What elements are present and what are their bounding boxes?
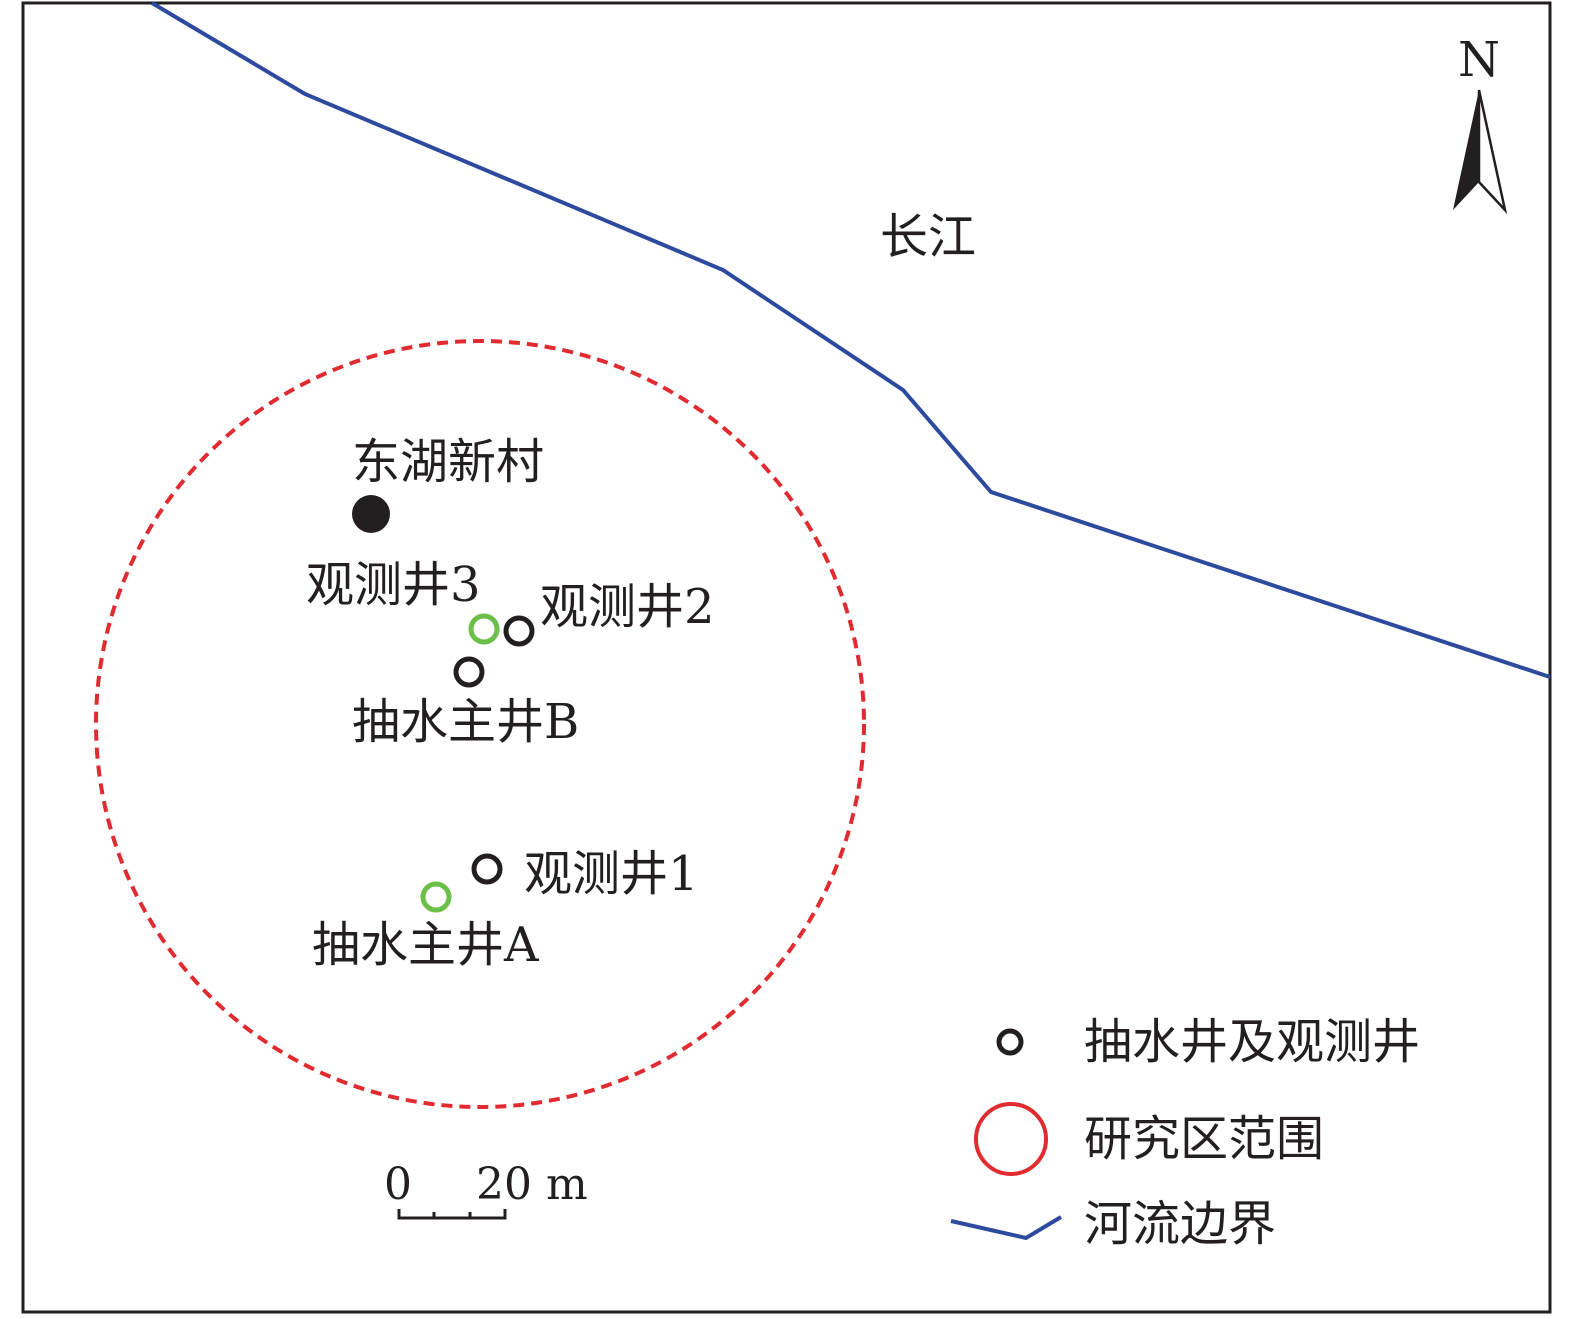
village-marker — [352, 495, 390, 533]
legend-well-symbol — [996, 1028, 1024, 1056]
scale-end-label: 20 m — [476, 1159, 588, 1210]
obs-well-3-marker — [468, 613, 500, 645]
river-boundary-line — [150, 1, 1551, 679]
study-area-circle — [94, 339, 866, 1109]
main-well-b-marker — [453, 656, 485, 688]
legend-river-symbol — [950, 1215, 1063, 1241]
scale-zero-label: 0 — [384, 1159, 412, 1210]
obs-well-2-marker — [503, 615, 535, 647]
scale-bar: 0 20 m — [384, 1159, 588, 1220]
main-well-b-label: 抽水主井B — [352, 694, 579, 750]
north-label: N — [1458, 32, 1500, 88]
legend-study-area-label: 研究区范围 — [1084, 1111, 1324, 1167]
north-arrow-icon: N — [1453, 32, 1508, 215]
obs-well-1-marker — [471, 853, 503, 885]
legend-river-boundary-label: 河流边界 — [1084, 1196, 1276, 1252]
obs-well-1-label: 观测井1 — [524, 846, 699, 902]
map-frame — [21, 1, 1552, 1314]
main-well-a-marker — [420, 881, 452, 913]
village-label: 东湖新村 — [352, 434, 544, 490]
main-well-a-label: 抽水主井A — [312, 917, 540, 973]
obs-well-2-label: 观测井2 — [540, 579, 715, 635]
legend: 抽水井及观测井 研究区范围 河流边界 — [950, 1014, 1420, 1252]
legend-wells-label: 抽水井及观测井 — [1084, 1014, 1420, 1070]
river-name-label: 长江 — [880, 209, 976, 265]
obs-well-3-label: 观测井3 — [306, 557, 481, 613]
legend-study-area-symbol — [974, 1102, 1048, 1176]
